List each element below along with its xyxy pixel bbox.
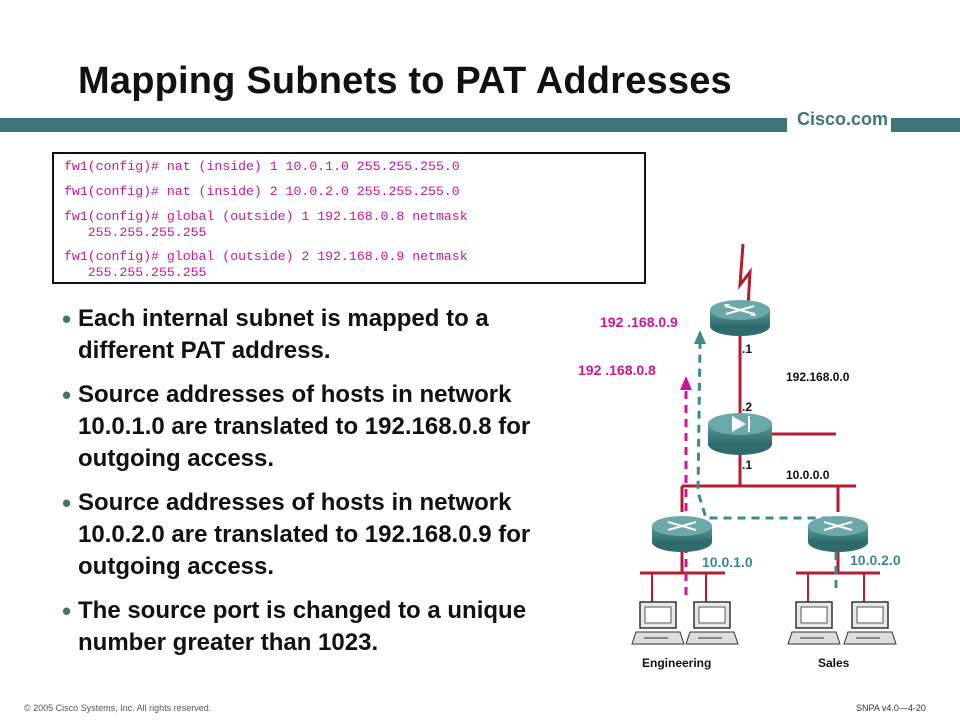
bullet-dot-icon: •: [62, 304, 72, 334]
cli-line-1: fw1(config)# nat (inside) 1 10.0.1.0 255…: [64, 159, 460, 174]
bullet-text: Source addresses of hosts in network 10.…: [78, 381, 531, 472]
bullet-item: •Each internal subnet is mapped to a dif…: [62, 303, 582, 367]
bullet-dot-icon: •: [62, 488, 72, 518]
pix-firewall-icon: [708, 413, 772, 455]
workstation-icon: [631, 601, 685, 645]
bullet-text: Source addresses of hosts in network 10.…: [78, 489, 531, 580]
slide-title: Mapping Subnets to PAT Addresses: [78, 60, 732, 102]
bullet-text: The source port is changed to a unique n…: [78, 597, 527, 656]
pat-path-subnet-2: [696, 341, 838, 588]
bullet-list: •Each internal subnet is mapped to a dif…: [62, 303, 582, 671]
network-diagram-svg: [631, 243, 897, 645]
router-icon: [808, 516, 868, 552]
serial-link-icon: [738, 243, 752, 309]
workstation-icon: [685, 601, 739, 645]
bullet-text: Each internal subnet is mapped to a diff…: [78, 305, 489, 364]
cli-line-3: fw1(config)# global (outside) 1 192.168.…: [64, 209, 468, 240]
workstation-icon: [843, 601, 897, 645]
header-band: [0, 118, 960, 132]
pat-address-2-label: 192 .168.0.9: [600, 314, 678, 330]
router-icon: [710, 300, 770, 336]
arrowhead-icon: [694, 330, 706, 344]
router-interface-label: .1: [742, 342, 753, 356]
router-icon: [652, 516, 712, 552]
network-diagram: 192 .168.0.9 192 .168.0.8 .1 192.168.0.0…: [560, 230, 960, 690]
bullet-dot-icon: •: [62, 596, 72, 626]
inside-network-label: 10.0.0.0: [786, 468, 830, 482]
copyright-footer: © 2005 Cisco Systems, Inc. All rights re…: [24, 703, 212, 713]
firewall-outside-interface-label: .2: [742, 400, 753, 414]
engineering-label: Engineering: [642, 656, 712, 670]
bullet-item: •Source addresses of hosts in network 10…: [62, 379, 582, 475]
course-footer: SNPA v4.0—4-20: [856, 703, 926, 713]
subnet-2-label: 10.0.2.0: [850, 552, 901, 568]
pat-address-1-label: 192 .168.0.8: [578, 362, 656, 378]
outside-network-label: 192.168.0.0: [786, 370, 850, 384]
cli-box: fw1(config)# nat (inside) 1 10.0.1.0 255…: [52, 152, 646, 284]
subnet-1-label: 10.0.1.0: [702, 554, 753, 570]
bullet-item: •Source addresses of hosts in network 10…: [62, 487, 582, 583]
firewall-inside-interface-label: .1: [742, 458, 753, 472]
bullet-item: •The source port is changed to a unique …: [62, 595, 582, 659]
brand-box: [787, 106, 891, 138]
workstation-icon: [787, 601, 841, 645]
arrowhead-icon: [680, 376, 692, 390]
brand-logo[interactable]: Cisco.com: [797, 109, 889, 129]
cli-line-4: fw1(config)# global (outside) 2 192.168.…: [64, 249, 468, 280]
bullet-dot-icon: •: [62, 380, 72, 410]
cli-line-2: fw1(config)# nat (inside) 2 10.0.2.0 255…: [64, 184, 460, 199]
sales-label: Sales: [818, 656, 850, 670]
